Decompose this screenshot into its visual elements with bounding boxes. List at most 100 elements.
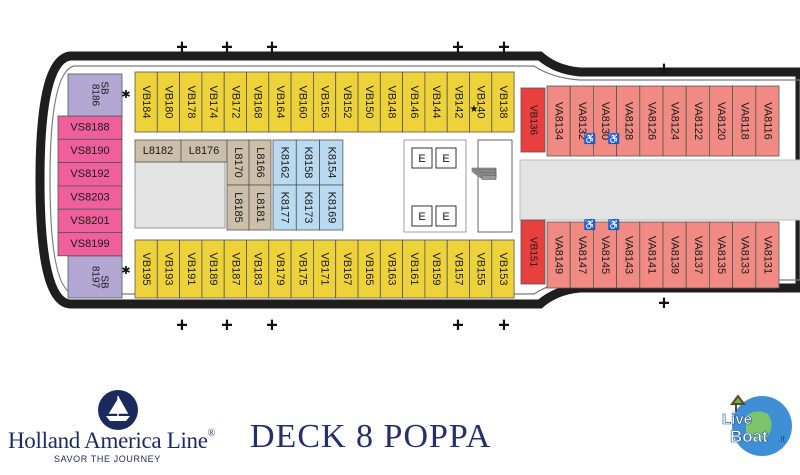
- cabin-box: [755, 85, 780, 157]
- cabin-bottom-verandah[interactable]: VB193: [156, 239, 181, 299]
- cabin-bottom-fwd[interactable]: VA8137: [685, 221, 710, 289]
- cabin-box: [520, 219, 546, 285]
- cabin-bottom-fwd[interactable]: VA8143: [616, 221, 641, 289]
- cabin-interior[interactable]: K8158: [295, 139, 320, 186]
- cabin-label: K8162: [279, 147, 291, 179]
- cabin-red-top[interactable]: VB136: [520, 87, 546, 153]
- cabin-bottom-verandah[interactable]: VB161: [402, 239, 426, 299]
- stern-suite[interactable]: VS8199: [57, 232, 123, 257]
- cabin-label: VB171: [319, 252, 331, 285]
- elevator[interactable]: E: [435, 205, 457, 227]
- plus-marker: +: [658, 58, 670, 80]
- cabin-label: VS8190: [70, 145, 109, 157]
- cabin-top-verandah[interactable]: VB164: [268, 71, 292, 133]
- asterisk-icon: ✱: [121, 89, 130, 101]
- cabin-label: VA8137: [692, 236, 704, 274]
- cabin-interior[interactable]: K8177: [272, 184, 297, 231]
- cabin-interior[interactable]: K8173: [295, 184, 320, 231]
- cabin-top-fwd[interactable]: VA8118: [732, 85, 757, 157]
- cabin-top-verandah[interactable]: VB144: [424, 71, 448, 133]
- cabin-lanai[interactable]: L8170: [226, 139, 250, 186]
- stern-suite[interactable]: VS8192: [57, 162, 123, 187]
- cabin-bottom-verandah[interactable]: VB189: [201, 239, 225, 299]
- cabin-top-verandah[interactable]: VB172: [223, 71, 247, 133]
- cabin-interior[interactable]: K8154: [319, 139, 344, 186]
- cabin-top-verandah[interactable]: VB156: [312, 71, 337, 133]
- cabin-label: VA8122: [692, 102, 704, 140]
- cabin-top-verandah[interactable]: VB168: [246, 71, 270, 133]
- cabin-red-bottom[interactable]: VB151: [520, 219, 546, 285]
- cabin-label: VA8143: [622, 236, 634, 274]
- stern-suite[interactable]: VS8188: [57, 115, 123, 140]
- cabin-interior[interactable]: K8162: [272, 139, 297, 186]
- cabin-bottom-fwd[interactable]: VA8147: [569, 221, 594, 289]
- cabin-label: 8197: [89, 266, 100, 289]
- cabin-top-fwd[interactable]: VA8124: [662, 85, 687, 157]
- elevator[interactable]: E: [435, 147, 457, 169]
- cabin-bottom-verandah[interactable]: VB171: [312, 239, 337, 299]
- cabin-top-verandah[interactable]: VB180: [156, 71, 181, 133]
- cabin-bottom-verandah[interactable]: VB153: [491, 239, 515, 299]
- cabin-bottom-verandah[interactable]: VB163: [379, 239, 403, 299]
- cabin-box: [520, 87, 546, 153]
- cabin-label: VB193: [163, 252, 175, 285]
- cabin-lanai[interactable]: L8185: [226, 184, 250, 231]
- cabin-label: K8158: [302, 147, 314, 179]
- cabin-bottom-verandah[interactable]: VB159: [424, 239, 448, 299]
- cabin-top-verandah[interactable]: VB148: [379, 71, 403, 133]
- cabin-bottom-fwd[interactable]: VA8131: [755, 221, 780, 289]
- stern-suite[interactable]: VS8190: [57, 138, 123, 164]
- cabin-top-fwd[interactable]: VA8120: [709, 85, 734, 157]
- cabin-top-verandah[interactable]: VB152: [335, 71, 359, 133]
- cabin-top-fwd[interactable]: VA8130: [593, 85, 618, 157]
- cabin-bottom-fwd[interactable]: VA8145: [593, 221, 618, 289]
- cabin-bottom-verandah[interactable]: VB187: [223, 239, 247, 299]
- cabin-bottom-verandah[interactable]: VB175: [290, 239, 314, 299]
- liveboat-watermark-logo: Live Boat .it: [722, 394, 792, 456]
- elevator[interactable]: E: [411, 147, 433, 169]
- cabin-top-verandah[interactable]: VB174: [201, 71, 225, 133]
- cabin-bottom-fwd[interactable]: VA8139: [662, 221, 687, 289]
- cabin-top-verandah[interactable]: VB146: [402, 71, 426, 133]
- cabin-top-fwd[interactable]: VA8128: [616, 85, 641, 157]
- cabin-lanai[interactable]: L8176: [180, 139, 228, 163]
- cabin-lanai[interactable]: L8166: [248, 139, 272, 186]
- cabin-top-fwd[interactable]: VA8134: [546, 85, 571, 157]
- cabin-bottom-verandah[interactable]: VB191: [179, 239, 203, 299]
- cabin-top-verandah[interactable]: VB142: [446, 71, 470, 133]
- cabin-top-fwd[interactable]: VA8126: [639, 85, 664, 157]
- stern-suite[interactable]: VS8201: [57, 208, 123, 233]
- cabin-top-verandah[interactable]: VB160: [290, 71, 314, 133]
- cabin-top-fwd[interactable]: VA8116: [755, 85, 780, 157]
- stern-suite[interactable]: VS8203: [57, 185, 123, 210]
- cabin-top-verandah[interactable]: VB150: [357, 71, 381, 133]
- cabin-top-fwd[interactable]: VA8132: [569, 85, 594, 157]
- cabin-label: VB155: [475, 252, 487, 285]
- cabin-label: VB195: [140, 252, 152, 285]
- cabin-bottom-verandah[interactable]: VB157: [446, 239, 470, 299]
- cabin-bottom-verandah[interactable]: VB155: [469, 239, 493, 299]
- cabin-bottom-fwd[interactable]: VA8141: [639, 221, 664, 289]
- cabin-top-verandah[interactable]: VB184: [134, 71, 158, 133]
- cabin-top-verandah[interactable]: VB138: [491, 71, 515, 133]
- cabin-bottom-fwd[interactable]: VA8135: [709, 221, 734, 289]
- cabin-bottom-verandah[interactable]: VB165: [357, 239, 381, 299]
- cabin-lanai[interactable]: L8182: [134, 139, 182, 163]
- cabin-top-verandah[interactable]: VB140: [469, 71, 493, 133]
- asterisk-icon: ✱: [121, 265, 130, 277]
- cabin-label: VB148: [386, 85, 398, 118]
- cabin-top-verandah[interactable]: VB178: [179, 71, 203, 133]
- cabin-interior[interactable]: K8169: [319, 184, 344, 231]
- cabin-top-fwd[interactable]: VA8122: [685, 85, 710, 157]
- cabin-lanai[interactable]: L8181: [248, 184, 272, 231]
- cabin-label: VB178: [185, 85, 197, 118]
- cabin-bottom-verandah[interactable]: VB167: [335, 239, 359, 299]
- cabin-bottom-verandah[interactable]: VB195: [134, 239, 158, 299]
- cabin-bottom-fwd[interactable]: VA8133: [732, 221, 757, 289]
- cabin-bottom-verandah[interactable]: VB183: [246, 239, 270, 299]
- cabin-bottom-verandah[interactable]: VB179: [268, 239, 292, 299]
- elevator[interactable]: E: [411, 205, 433, 227]
- cabin-bottom-fwd[interactable]: VA8149: [546, 221, 571, 289]
